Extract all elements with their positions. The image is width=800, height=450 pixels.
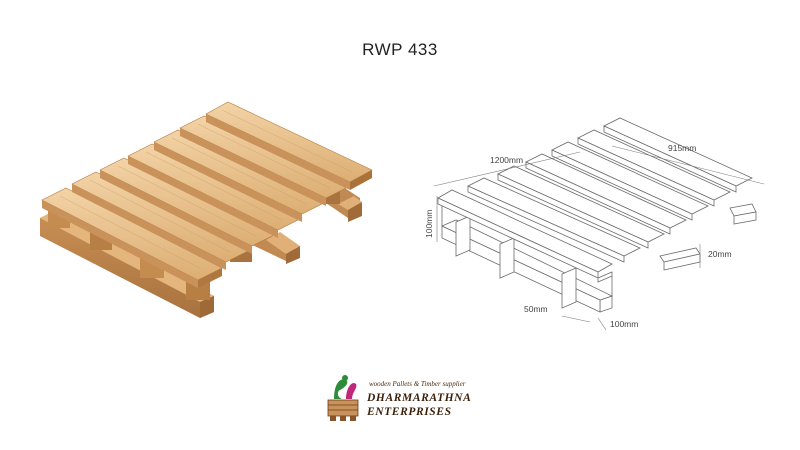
company-logo: wooden Pallets & Timber supplier DHARMAR…	[327, 375, 471, 421]
dim-deck-thickness-label: 20mm	[708, 249, 732, 259]
dim-width-label: 1200mm	[490, 155, 523, 165]
dim-block-width-label: 50mm	[524, 304, 548, 314]
dim-height-label: 100mm	[424, 210, 434, 238]
dim-length-label: 915mm	[668, 143, 696, 153]
logo-name-line2: ENTERPRISES	[366, 406, 452, 418]
dimension-lines	[433, 145, 765, 331]
dim-block-length-label: 100mm	[610, 319, 638, 329]
dimension-labels: 915mm 1200mm 100mm 20mm 50mm 100mm	[424, 143, 732, 329]
logo-emblem-icon	[334, 375, 357, 399]
pallet-icon	[327, 399, 359, 421]
wood-grain	[59, 109, 353, 269]
page-title: RWP 433	[362, 40, 438, 59]
pallet-photo	[40, 101, 373, 318]
pallet-line-drawing	[437, 117, 757, 313]
logo-tagline: wooden Pallets & Timber supplier	[369, 380, 466, 388]
logo-name-line1: DHARMARATHNA	[366, 392, 471, 404]
